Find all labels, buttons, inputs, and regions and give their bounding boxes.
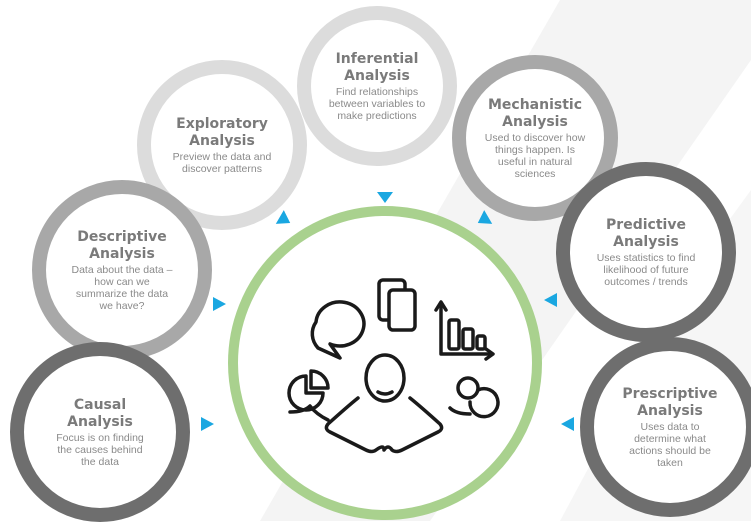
arrow-right-icon	[201, 417, 214, 431]
bar-chart-icon	[434, 300, 495, 361]
node-predictive-analysis: Predictive Analysis Uses statistics to f…	[556, 162, 736, 342]
node-title: Analysis	[189, 132, 255, 149]
node-title: Exploratory	[176, 115, 268, 132]
center-circle	[228, 206, 542, 520]
node-title: Predictive	[606, 216, 686, 233]
node-causal-analysis: Causal Analysis Focus is on finding the …	[10, 342, 190, 522]
node-title: Analysis	[67, 413, 133, 430]
node-prescriptive-analysis: Prescriptive Analysis Uses data to deter…	[580, 337, 751, 517]
node-title: Analysis	[89, 245, 155, 262]
person-icon	[288, 353, 472, 454]
arrow-left-icon	[544, 293, 557, 307]
node-description: Find relationships between variables to …	[328, 85, 426, 122]
node-title: Causal	[73, 396, 127, 413]
node-title: Inferential	[335, 50, 419, 67]
node-title: Analysis	[502, 113, 568, 130]
arrow-left-icon	[561, 417, 574, 431]
node-inferential-analysis: Inferential Analysis Find relationships …	[297, 6, 457, 166]
node-description: Uses statistics to find likelihood of fu…	[596, 251, 696, 288]
pie-chart-icon	[287, 369, 330, 412]
arrow-down-icon	[377, 192, 393, 203]
node-description: Used to discover how things happen. Is u…	[484, 131, 586, 180]
node-description: Preview the data and discover patterns	[172, 150, 272, 175]
node-title: Analysis	[613, 233, 679, 250]
center-illustration	[287, 278, 500, 454]
node-description: Data about the data – how can we summari…	[71, 263, 173, 312]
cycle-icon	[456, 376, 500, 419]
node-title: Analysis	[344, 67, 410, 84]
node-description: Focus is on finding the causes behind th…	[56, 431, 144, 468]
node-description: Uses data to determine what actions shou…	[629, 420, 711, 469]
node-descriptive-analysis: Descriptive Analysis Data about the data…	[32, 180, 212, 360]
node-title: Mechanistic	[487, 96, 583, 113]
node-title: Analysis	[637, 402, 703, 419]
node-title: Descriptive	[77, 228, 167, 245]
node-title: Prescriptive	[622, 385, 718, 402]
arrow-right-icon	[213, 297, 226, 311]
documents-icon	[377, 278, 417, 332]
speech-bubble-icon	[310, 300, 366, 360]
